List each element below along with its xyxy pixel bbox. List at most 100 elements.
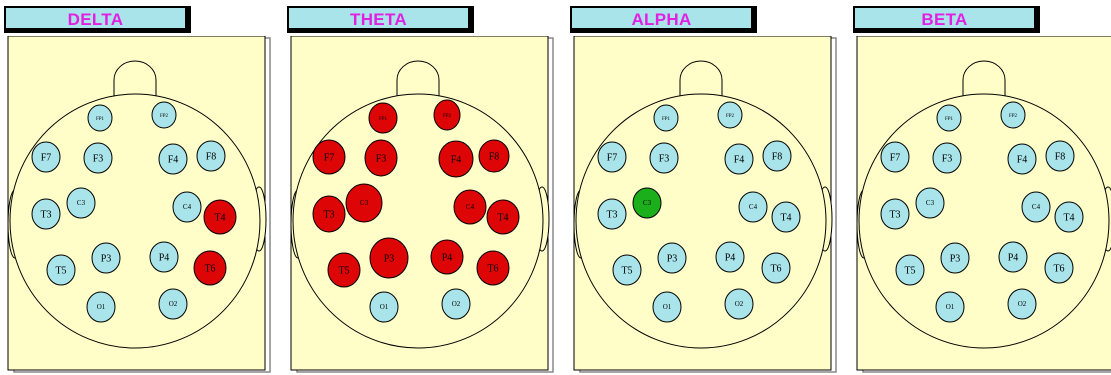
electrode-f3: F3 [364,139,398,177]
electrode-f4: F4 [158,143,188,175]
electrode-label: O1 [663,303,672,311]
electrode-marker [597,198,627,230]
electrode-marker [771,201,801,233]
electrode-p4: P4 [149,241,179,273]
electrode-c3: C3 [66,187,96,219]
electrode-label: FP1 [945,117,954,122]
electrode-marker [649,142,679,174]
electrode-f8: F8 [196,140,226,172]
electrode-marker [1044,252,1074,284]
electrode-f7: F7 [880,141,910,173]
band-title-tab: THETA [287,6,474,33]
electrode-o1: O1 [935,291,965,323]
electrode-label: C4 [466,203,475,211]
electrode-label: F7 [41,153,52,164]
electrode-label: C3 [360,199,369,207]
electrode-label: P4 [442,253,453,264]
electrode-label: FP2 [726,114,735,119]
electrode-p4: P4 [998,241,1028,273]
electrode-marker [327,252,361,288]
electrode-t6: T6 [1044,252,1074,284]
electrode-t3: T3 [31,198,61,230]
electrode-label: P3 [950,254,961,265]
electrode-label: F3 [376,154,387,165]
electrode-label: F3 [93,154,104,165]
electrode-marker [653,104,679,132]
electrode-marker [453,189,487,225]
electrode-marker [364,139,398,177]
electrode-label: P4 [159,253,170,264]
electrode-marker [715,241,745,273]
electrode-c4: C4 [738,191,768,223]
electrode-marker [932,142,962,174]
electrode-p3: P3 [657,242,687,274]
electrode-marker [762,140,792,172]
electrode-label: P3 [384,254,395,265]
electrode-marker [158,288,188,320]
electrode-marker [46,254,76,286]
electrode-marker [657,242,687,274]
electrode-marker [597,141,627,173]
electrode-label: T3 [889,210,900,221]
electrode-marker [486,199,520,235]
electrode-marker [1021,191,1051,223]
electrode-o1: O1 [369,291,399,323]
electrode-p3: P3 [91,242,121,274]
electrode-label: P3 [101,254,112,265]
electrode-label: T4 [497,213,508,224]
nose [113,60,157,97]
electrode-label: T5 [621,266,632,277]
electrode-label: C4 [1032,203,1041,211]
electrode-label: T3 [40,210,51,221]
band-title-tab: ALPHA [570,6,757,33]
electrode-marker [895,254,925,286]
electrode-t3: T3 [880,198,910,230]
electrode-marker [915,187,945,219]
electrode-c4: C4 [453,189,487,225]
electrode-t4: T4 [1054,201,1084,233]
electrode-label: T4 [780,213,791,224]
electrode-label: O1 [380,303,389,311]
electrode-marker [203,199,237,235]
electrode-label: O1 [946,303,955,311]
electrode-label: O2 [452,300,461,308]
electrode-label: C4 [749,203,758,211]
electrode-f3: F3 [83,142,113,174]
electrode-f3: F3 [649,142,679,174]
electrode-t6: T6 [761,252,791,284]
electrode-marker [998,241,1028,273]
electrode-marker [612,254,642,286]
electrode-o2: O2 [1007,288,1037,320]
electrode-label: FP2 [1009,114,1018,119]
electrode-label: F4 [734,155,745,166]
electrode-label: F8 [1055,152,1066,163]
electrode-label: O1 [97,303,106,311]
electrode-t6: T6 [476,250,510,286]
electrode-marker [761,252,791,284]
electrode-label: F4 [1017,155,1028,166]
electrode-label: T6 [204,264,215,275]
electrode-marker [151,101,177,129]
electrode-label: T4 [1063,213,1074,224]
electrode-o2: O2 [158,288,188,320]
electrode-marker [91,242,121,274]
electrode-p4: P4 [430,239,464,275]
electrode-label: T6 [1053,264,1064,275]
electrode-label: F4 [168,155,179,166]
electrode-label: T5 [55,266,66,277]
electrode-c3: C3 [915,187,945,219]
electrode-marker [193,250,227,286]
electrode-c3: C3 [632,187,662,219]
electrode-label: C3 [643,199,652,207]
electrode-fp1: FP1 [368,102,398,134]
electrode-label: P4 [1008,253,1019,264]
electrode-t4: T4 [771,201,801,233]
electrode-label: C3 [77,199,86,207]
electrode-label: F8 [489,152,500,163]
electrode-t5: T5 [327,252,361,288]
electrode-fp2: FP2 [1000,101,1026,129]
